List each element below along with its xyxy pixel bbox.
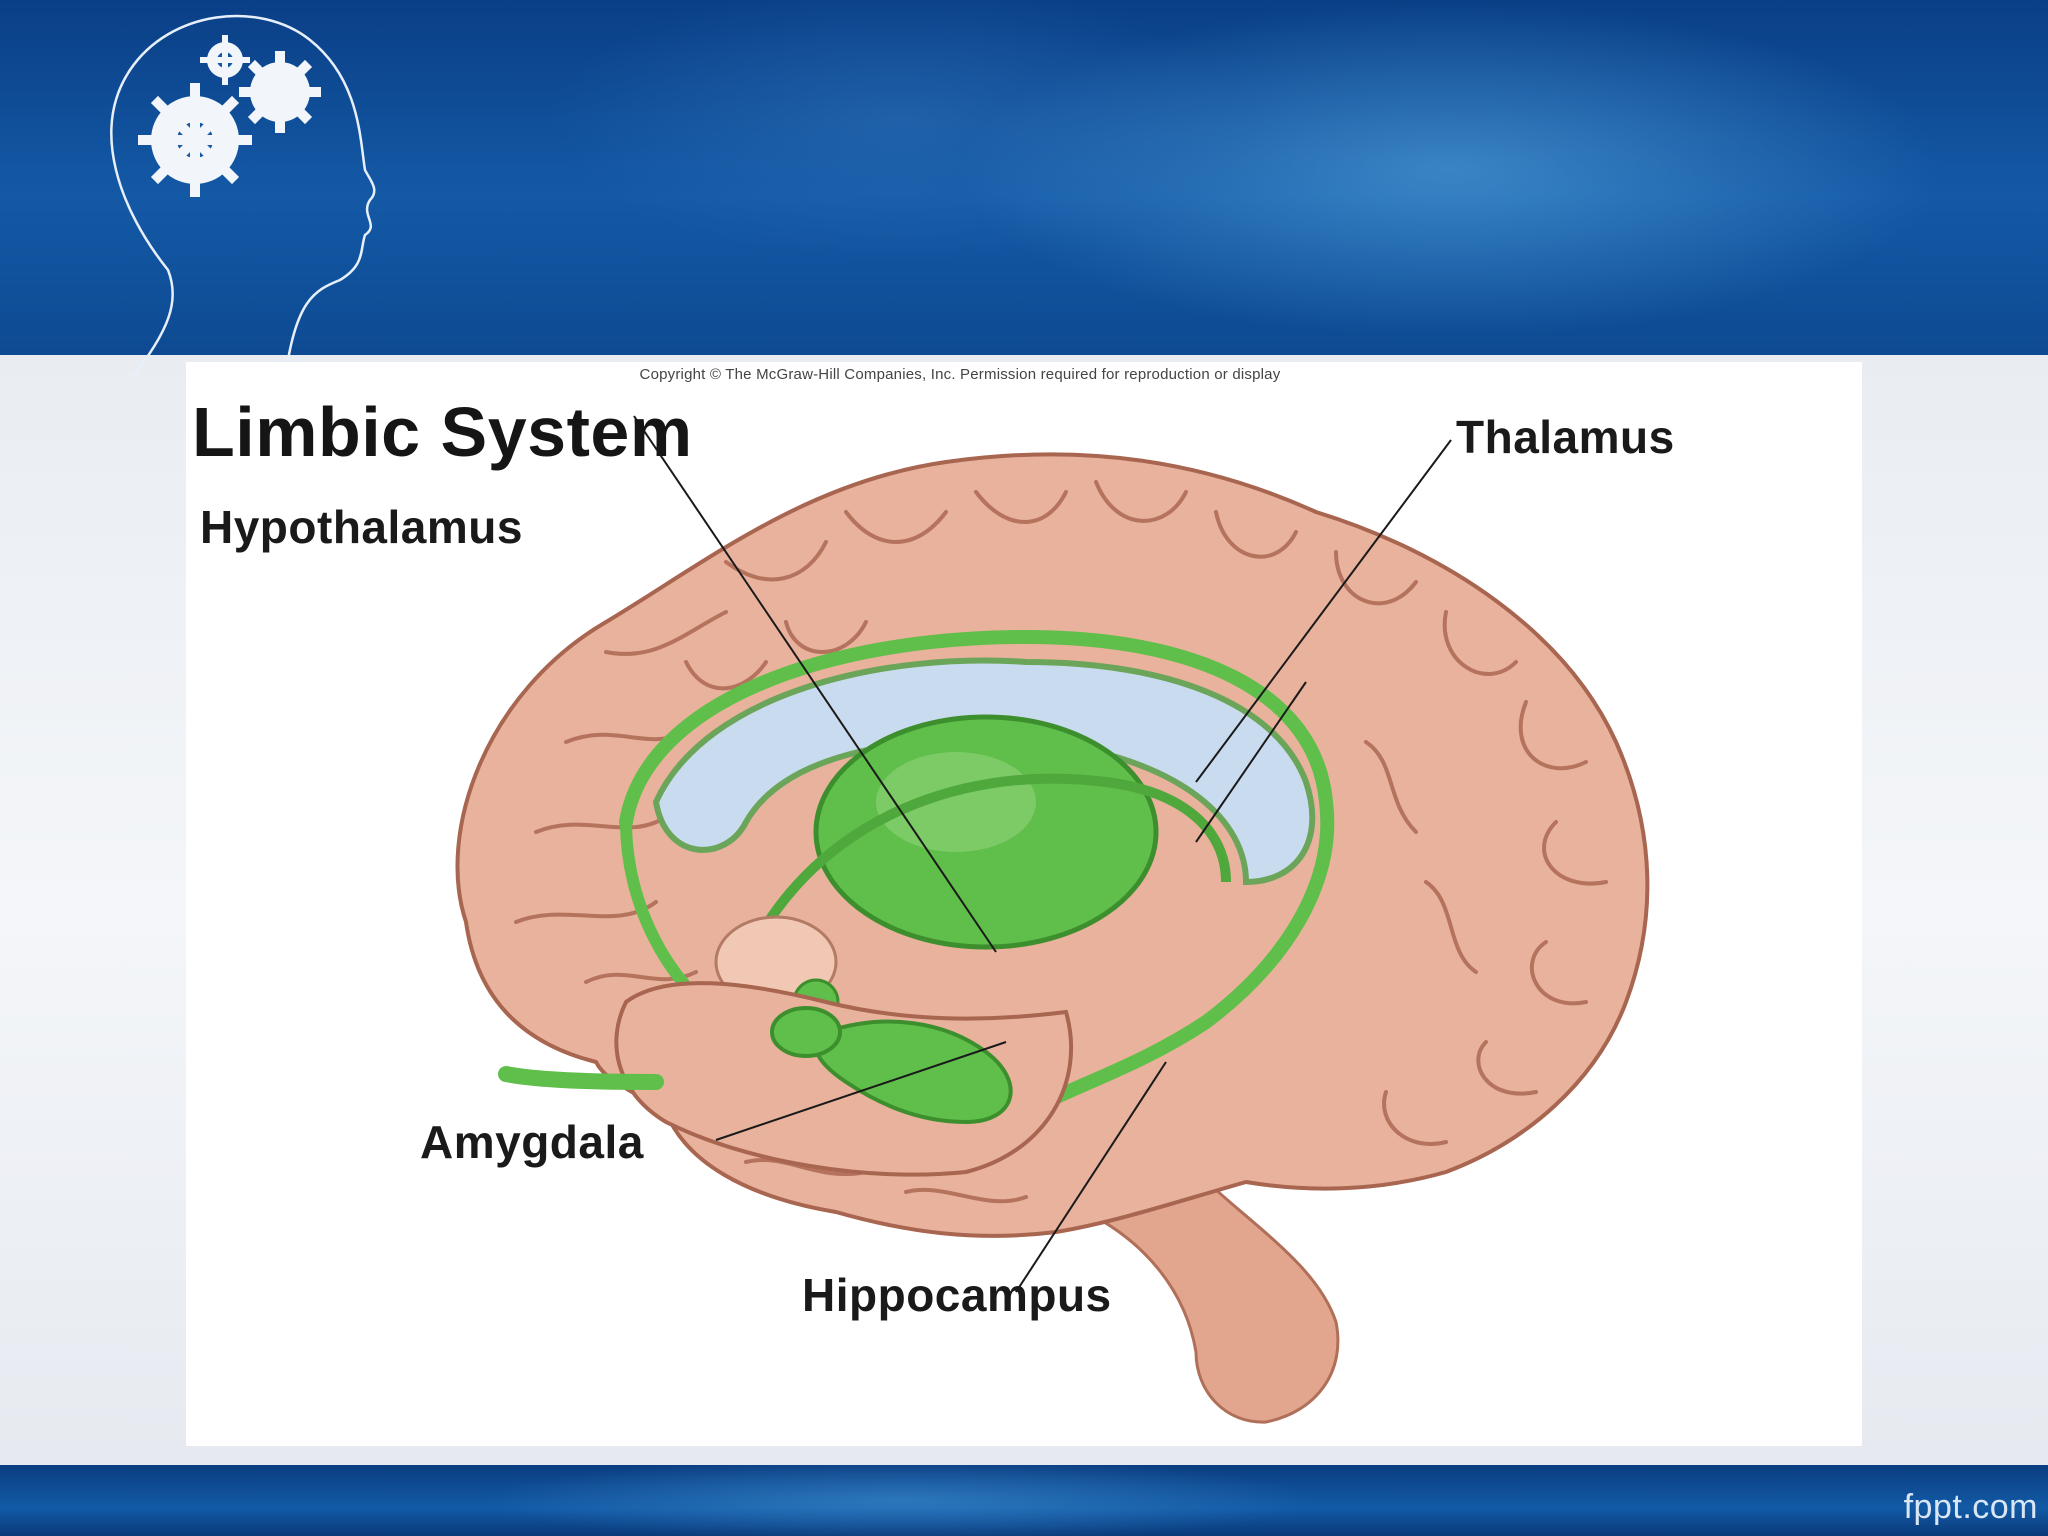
footer-brand: fppt.com (1903, 1488, 2038, 1526)
limbic-ring (619, 629, 1335, 1109)
hypothalamus-leader (633, 415, 997, 953)
ventricle (652, 657, 1316, 886)
hippocampus-label: Hippocampus (802, 1269, 1112, 1321)
hippocampus-leader (1015, 1061, 1167, 1293)
olfactory-tract (498, 1066, 664, 1090)
footer-band (0, 1465, 2048, 1536)
amygdala-label: Amygdala (420, 1116, 644, 1168)
amygdala-leader (715, 1041, 1007, 1141)
diagram-title: Limbic System (192, 393, 693, 471)
thalamus-leader (1195, 439, 1452, 783)
thalamus-leader-2 (1195, 681, 1307, 843)
amygdala-shape (770, 1006, 842, 1058)
head-gears-logo-icon (110, 14, 376, 380)
hippocampus-shape (813, 1019, 1013, 1125)
hypothalamus-label: Hypothalamus (200, 501, 523, 553)
copyright-notice: Copyright © The McGraw-Hill Companies, I… (639, 366, 1281, 383)
header-band (0, 0, 2048, 355)
brainstem (1082, 1160, 1340, 1424)
brain-illustration (455, 415, 1650, 1424)
thalamus-label: Thalamus (1456, 411, 1675, 463)
